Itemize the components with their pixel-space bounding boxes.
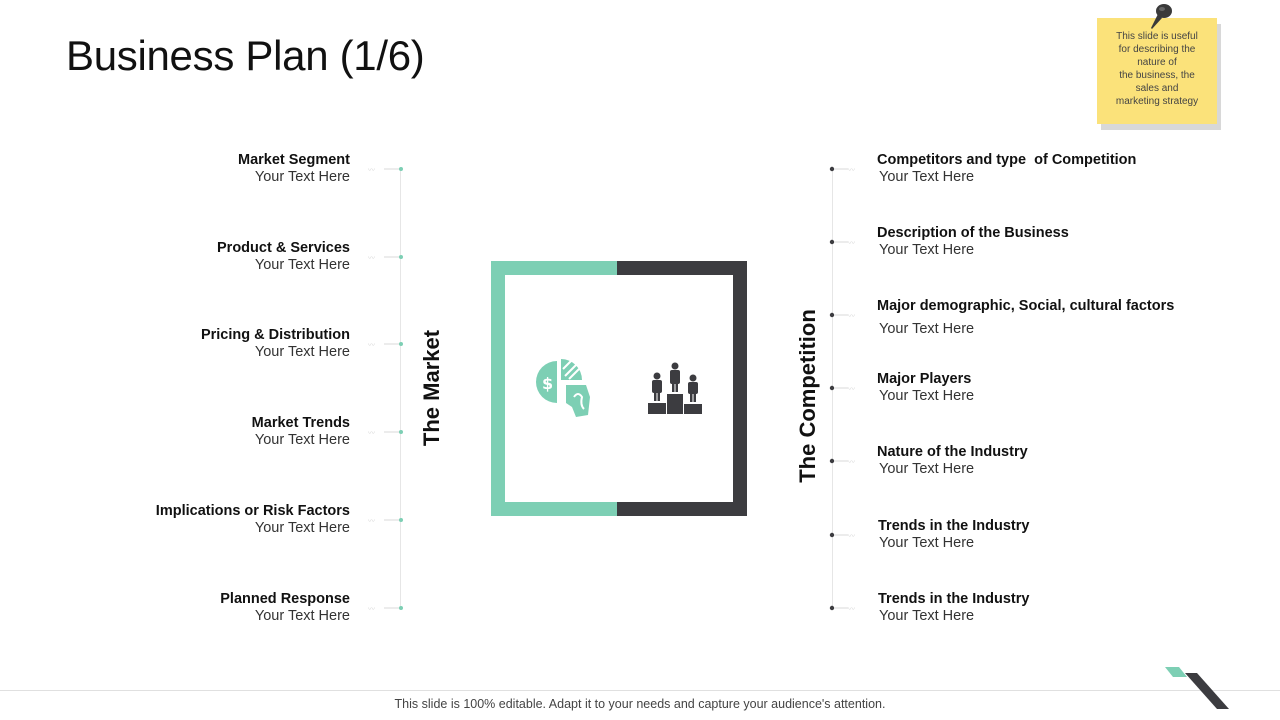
competition-item-title: Description of the Business — [877, 225, 1069, 241]
competition-item-title: Nature of the Industry — [877, 444, 1028, 460]
competition-item-title: Competitors and type of Competition — [877, 152, 1137, 168]
market-marker-icon: 〰 — [368, 254, 403, 261]
market-item-title: Implications or Risk Factors — [155, 503, 350, 519]
competition-marker-icon: 〰 — [829, 458, 855, 465]
market-marker-icon: 〰 — [368, 429, 403, 436]
competition-item: Description of the Business Your Text He… — [877, 225, 1069, 259]
market-item-title: Market Trends — [251, 415, 350, 431]
market-item: Market Trends Your Text Here — [252, 415, 350, 449]
market-marker-icon: 〰 — [368, 341, 403, 348]
market-item-text: Your Text Here — [254, 344, 350, 360]
market-item-title: Planned Response — [220, 591, 350, 607]
competition-item: Major Players Your Text Here — [877, 371, 974, 405]
svg-text:〰: 〰 — [848, 166, 855, 173]
market-item-text: Your Text Here — [254, 257, 350, 273]
svg-text:〰: 〰 — [848, 605, 855, 612]
svg-text:〰: 〰 — [368, 166, 375, 173]
svg-text:〰: 〰 — [368, 605, 375, 612]
svg-text:〰: 〰 — [368, 254, 375, 261]
competition-marker-icon: 〰 — [829, 239, 855, 246]
competition-item-text: Your Text Here — [879, 242, 975, 258]
svg-text:〰: 〰 — [848, 239, 855, 246]
svg-text:〰: 〰 — [368, 517, 375, 524]
market-item: Market Segment Your Text Here — [238, 152, 350, 186]
competition-item-title: Trends in the Industry — [878, 518, 1030, 534]
market-item: Implications or Risk Factors Your Text H… — [156, 503, 350, 537]
competition-item: Competitors and type of Competition Your… — [877, 152, 1136, 186]
competition-item: Nature of the Industry Your Text Here — [877, 444, 1028, 478]
competition-marker-icon: 〰 — [829, 385, 855, 392]
competition-item-title: Trends in the Industry — [878, 591, 1030, 607]
market-item-text: Your Text Here — [254, 432, 350, 448]
svg-text:〰: 〰 — [848, 385, 855, 392]
competition-item-text: Your Text Here — [879, 321, 975, 337]
footer-divider — [0, 690, 1280, 691]
competition-item-text: Your Text Here — [879, 535, 975, 551]
slide-title: Business Plan (1/6) — [66, 32, 425, 79]
competition-item: Trends in the Industry Your Text Here — [877, 518, 1029, 552]
market-marker-icon: 〰 — [368, 605, 403, 612]
svg-text:〰: 〰 — [368, 429, 375, 436]
pushpin-icon — [1151, 4, 1172, 29]
competition-marker-icon: 〰 — [829, 605, 855, 612]
market-item: Product & Services Your Text Here — [217, 240, 350, 274]
competition-item-text: Your Text Here — [879, 388, 975, 404]
market-item-text: Your Text Here — [254, 520, 350, 536]
sticky-note: This slide is useful for describing the … — [1097, 18, 1217, 124]
competition-marker-icon: 〰 — [829, 532, 855, 539]
market-marker-icon: 〰 — [368, 166, 403, 173]
competition-label: The Competition — [795, 309, 820, 483]
competition-item-title: Major Players — [877, 371, 972, 387]
footer-text: This slide is 100% editable. Adapt it to… — [394, 697, 886, 711]
competition-marker-icon: 〰 — [829, 312, 855, 319]
competition-item: Trends in the Industry Your Text Here — [877, 591, 1029, 625]
svg-text:〰: 〰 — [848, 532, 855, 539]
svg-text:〰: 〰 — [848, 312, 855, 319]
competition-item-text: Your Text Here — [879, 608, 975, 624]
svg-text:$: $ — [542, 374, 553, 393]
market-item-text: Your Text Here — [254, 608, 350, 624]
market-item: Planned Response Your Text Here — [220, 591, 350, 625]
competition-item: Major demographic, Social, cultural fact… — [877, 298, 1174, 338]
market-marker-icon: 〰 — [368, 517, 403, 524]
market-item-title: Product & Services — [217, 240, 350, 256]
pie-chart-dollar-hand-icon: $ — [536, 359, 590, 417]
competition-item-text: Your Text Here — [879, 169, 975, 185]
sticky-note-text: This slide is useful for describing the … — [1115, 31, 1199, 107]
market-label: The Market — [419, 329, 444, 447]
market-item: Pricing & Distribution Your Text Here — [201, 327, 350, 361]
market-item-title: Pricing & Distribution — [200, 327, 350, 343]
competition-marker-icon: 〰 — [829, 166, 855, 173]
competition-item-text: Your Text Here — [879, 461, 975, 477]
competition-item-title: Major demographic, Social, cultural fact… — [877, 298, 1175, 314]
brand-logo-icon — [1165, 667, 1229, 709]
market-item-text: Your Text Here — [254, 169, 350, 185]
podium-winners-icon — [648, 362, 702, 414]
svg-text:〰: 〰 — [848, 458, 855, 465]
market-timeline-line — [400, 168, 401, 608]
market-item-title: Market Segment — [237, 152, 350, 168]
svg-text:〰: 〰 — [368, 341, 375, 348]
